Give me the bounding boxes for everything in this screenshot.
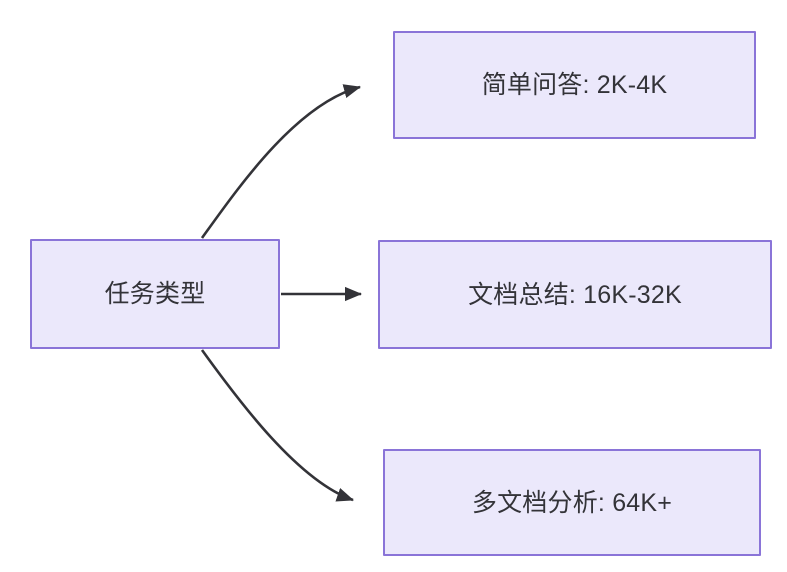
node-simple-qa-label: 简单问答: 2K-4K	[481, 71, 668, 99]
edge-root-to-simple-qa	[200, 84, 362, 239]
node-task-type[interactable]: 任务类型	[30, 239, 280, 349]
node-simple-qa[interactable]: 简单问答: 2K-4K	[393, 31, 756, 139]
node-task-type-label: 任务类型	[104, 280, 206, 308]
node-doc-summary[interactable]: 文档总结: 16K-32K	[378, 240, 772, 349]
node-multi-doc-label: 多文档分析: 64K+	[471, 488, 673, 517]
edge-root-to-multi-doc	[200, 349, 354, 502]
node-multi-doc[interactable]: 多文档分析: 64K+	[383, 449, 761, 556]
node-doc-summary-label: 文档总结: 16K-32K	[468, 280, 682, 309]
